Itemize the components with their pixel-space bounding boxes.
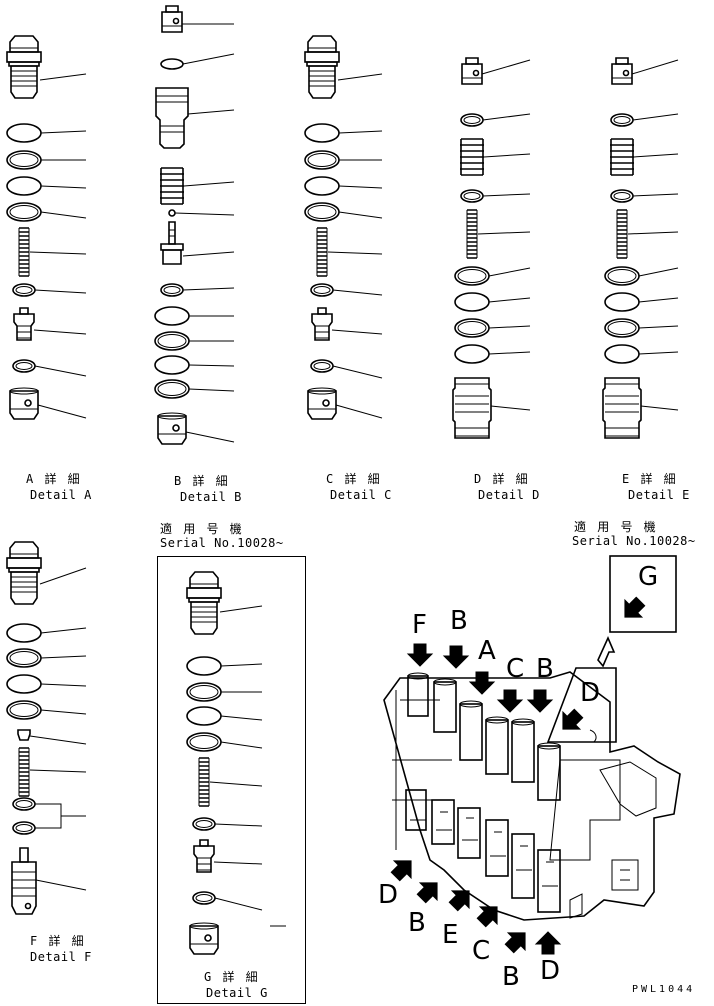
callout-d-bottom2: D: [540, 956, 561, 986]
callout-a-top: A: [478, 636, 496, 666]
callout-g: G: [638, 562, 659, 592]
serial-left-ja: 適 用 号 機: [160, 522, 244, 536]
view-d-frame: [546, 667, 617, 743]
detail-d-label-en: Detail D: [478, 488, 540, 502]
detail-c-parts: [304, 35, 383, 420]
detail-e-label-en: Detail E: [628, 488, 690, 502]
detail-d-valve-body: [452, 377, 492, 439]
callout-f-top: F: [412, 610, 427, 640]
detail-f-parts: [6, 541, 87, 915]
callout-b-top: B: [450, 606, 468, 636]
detail-b-label-ja: B 詳 細: [174, 474, 230, 488]
callout-b-bottom: B: [408, 908, 426, 938]
callout-b-bottom2: B: [502, 962, 520, 992]
callout-d-box: D: [580, 678, 601, 708]
detail-d-label-ja: D 詳 細: [474, 472, 530, 486]
detail-g-label-en: Detail G: [206, 986, 268, 1000]
detail-f-stem: [11, 847, 37, 915]
detail-e-parts: [602, 57, 679, 439]
detail-b-label-en: Detail B: [180, 490, 242, 504]
detail-e-valve-body: [602, 377, 642, 439]
detail-a-parts: [6, 35, 87, 420]
callout-c-bottom: C: [472, 936, 491, 966]
callout-e-bottom: E: [442, 920, 459, 950]
serial-right-ja: 適 用 号 機: [574, 520, 658, 534]
detail-g-label-ja: G 詳 細: [204, 970, 260, 984]
detail-c-label-en: Detail C: [330, 488, 392, 502]
detail-a-label-ja: A 詳 細: [26, 472, 82, 486]
view-g-frame: [609, 555, 677, 633]
serial-left-en: Serial No.10028~: [160, 536, 284, 550]
detail-g-frame: [157, 556, 306, 1004]
serial-right-en: Serial No.10028~: [572, 534, 696, 548]
detail-d-parts: [452, 57, 531, 439]
callout-d-bottom: D: [378, 880, 399, 910]
detail-b-parts: [154, 5, 235, 445]
callout-c-top: C: [506, 654, 525, 684]
control-valve-assembly: [383, 671, 681, 921]
detail-b-valve-stem: [160, 221, 184, 265]
detail-c-label-ja: C 詳 細: [326, 472, 382, 486]
detail-f-label-en: Detail F: [30, 950, 92, 964]
detail-g-parts: [186, 571, 286, 955]
view-g-pointer: [597, 636, 616, 668]
callout-arrows-top: [407, 643, 588, 739]
callout-b-top2: B: [536, 654, 554, 684]
detail-e-label-ja: E 詳 細: [622, 472, 678, 486]
drawing-code: PWL1044: [632, 984, 696, 995]
detail-f-label-ja: F 詳 細: [30, 934, 86, 948]
detail-a-label-en: Detail A: [30, 488, 92, 502]
